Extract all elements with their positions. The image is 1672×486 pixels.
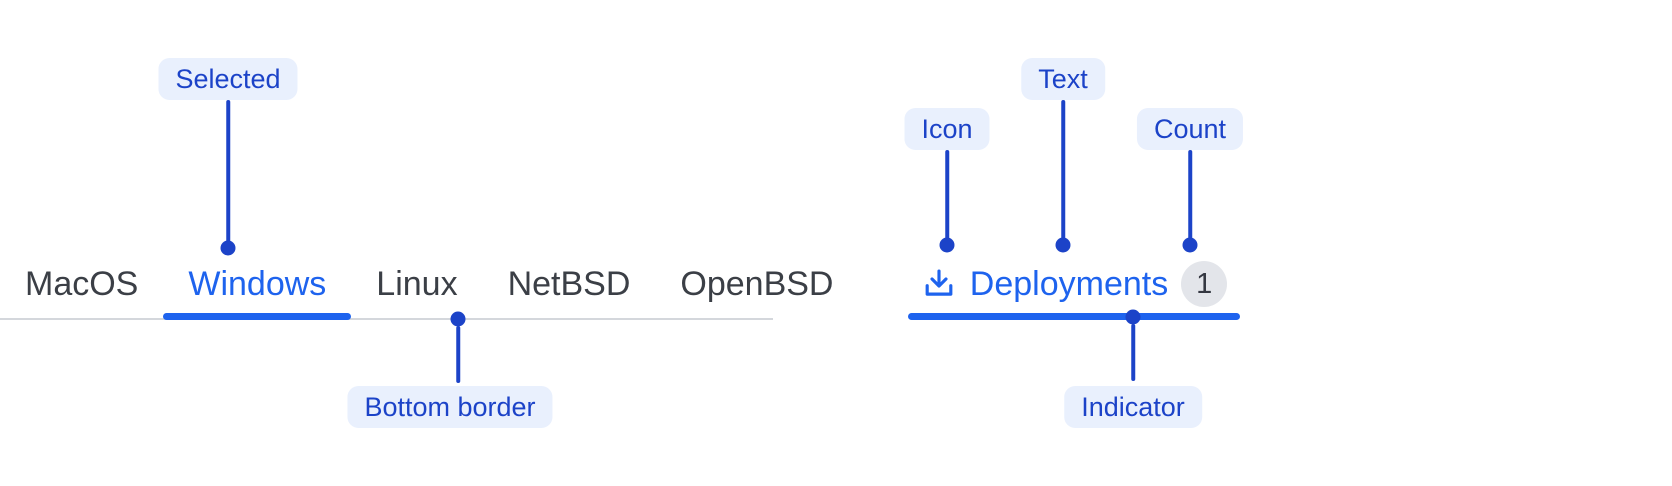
callout-text-dot — [1055, 237, 1071, 253]
selected-tab-indicator — [908, 313, 1240, 320]
selected-tab-underline — [163, 313, 352, 320]
callout-icon-line — [945, 150, 949, 240]
callout-selected-dot — [220, 240, 236, 256]
tab-label: NetBSD — [507, 265, 631, 303]
callout-bottom-border-dot — [450, 311, 466, 327]
callout-selected-line — [226, 100, 230, 243]
tab-netbsd[interactable]: NetBSD — [483, 250, 656, 320]
tab-label: Windows — [188, 265, 327, 303]
count-badge: 1 — [1181, 261, 1228, 307]
tab-content: Deployments 1 — [908, 250, 1240, 318]
callout-count: Count — [1136, 108, 1244, 150]
callout-selected: Selected — [158, 58, 298, 100]
callout-count-line — [1188, 150, 1192, 240]
callout-bottom-border: Bottom border — [347, 386, 553, 428]
tab-linux[interactable]: Linux — [351, 250, 482, 320]
callout-text-line — [1061, 100, 1065, 240]
callout-bottom-border-line — [456, 326, 460, 383]
tab-openbsd[interactable]: OpenBSD — [655, 250, 858, 320]
tab-label: Deployments — [969, 264, 1169, 303]
callout-icon: Icon — [904, 108, 990, 150]
callout-icon-dot — [939, 237, 955, 253]
tab-label: MacOS — [25, 265, 139, 303]
tab-deployments[interactable]: Deployments 1 — [908, 250, 1240, 320]
callout-count-dot — [1182, 237, 1198, 253]
callout-indicator-line — [1131, 324, 1135, 381]
tab-bar: MacOS Windows Linux NetBSD OpenBSD — [0, 250, 834, 320]
callout-text: Text — [1021, 58, 1105, 100]
download-icon — [925, 269, 953, 296]
callout-indicator: Indicator — [1064, 386, 1202, 428]
tab-windows-selected[interactable]: Windows — [163, 250, 352, 320]
tab-label: OpenBSD — [680, 265, 834, 303]
callout-indicator-dot — [1125, 309, 1141, 325]
tab-macos[interactable]: MacOS — [0, 250, 163, 320]
tab-label: Linux — [376, 265, 458, 303]
